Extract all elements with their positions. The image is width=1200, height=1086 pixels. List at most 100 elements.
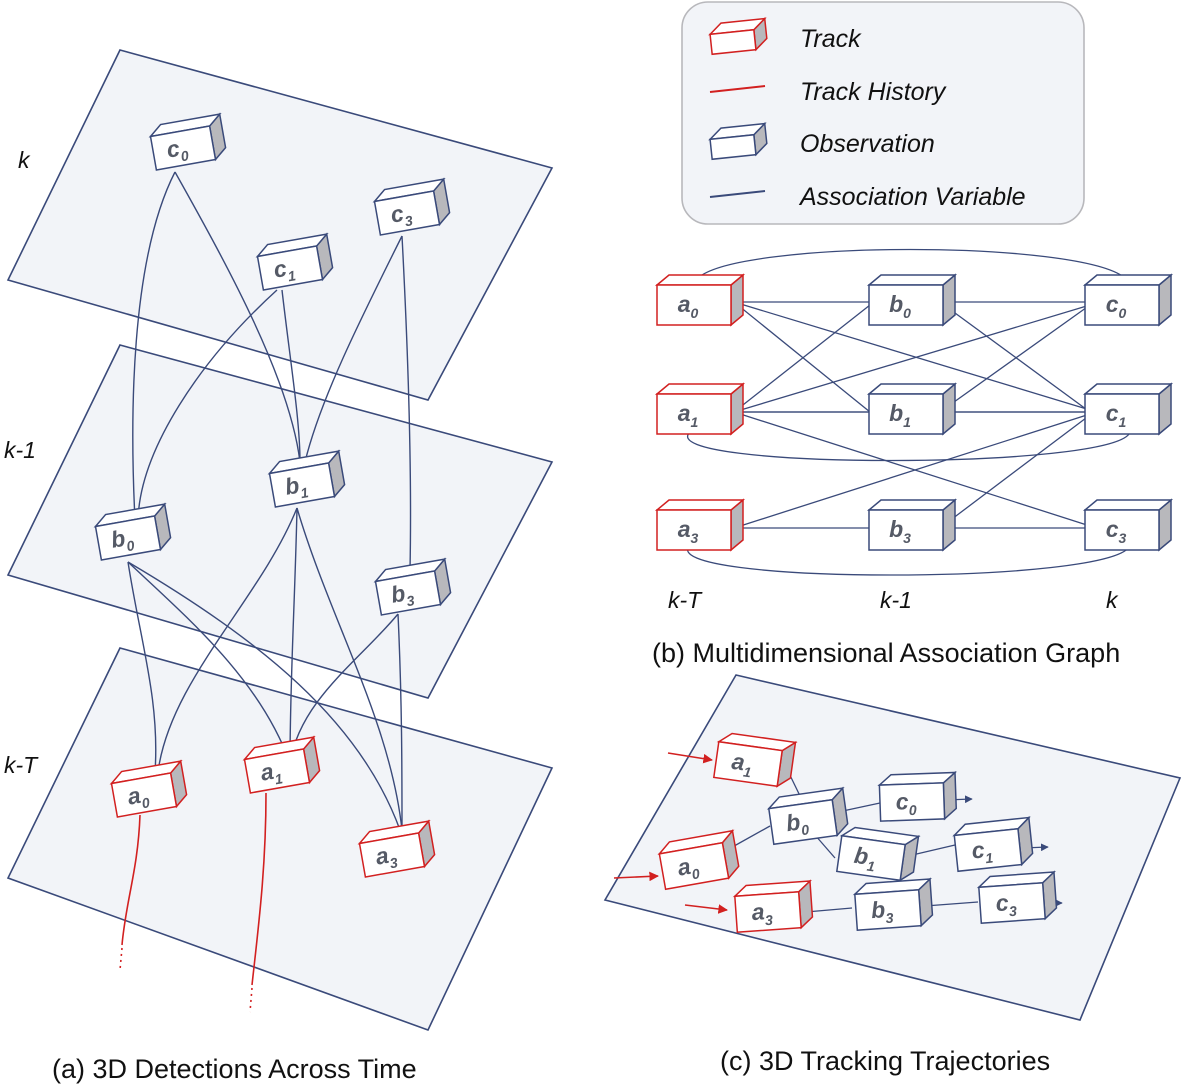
panel-a-links-upper	[132, 171, 412, 571]
history-arrow-a0	[613, 871, 659, 882]
legend-track-history-label: Track History	[800, 78, 947, 106]
edge-a1-c0	[733, 304, 1091, 413]
node-a-a0-front	[110, 772, 178, 818]
link-b3-a3	[397, 613, 403, 831]
node-b-c1: c1	[1082, 382, 1174, 436]
node-b-a3-top	[654, 499, 746, 511]
link-c0-b0	[132, 171, 176, 521]
edge-b0-c1	[939, 301, 1091, 413]
node-c-a1-front	[712, 740, 784, 788]
node-a-a1-label: a1	[259, 756, 285, 789]
node-b-b0-front	[868, 284, 944, 326]
link-b1-a3	[296, 507, 403, 831]
panel-c-history	[613, 752, 728, 914]
legend-observation-label: Observation	[800, 130, 935, 158]
node-b-b3-label: b3	[889, 516, 911, 546]
legend-box	[681, 1, 1085, 225]
node-c-a1-label: a1	[730, 748, 755, 781]
traj-b3-c3	[924, 901, 979, 907]
node-a-c1-label: c1	[272, 253, 298, 286]
node-a-b3-front	[374, 570, 442, 616]
node-a-a0-label: a0	[126, 780, 152, 813]
node-a-a1-front	[243, 748, 311, 794]
edge-a1-c3	[733, 411, 1091, 527]
node-b-a1-front	[656, 393, 732, 435]
node-c-c0-label: c0	[895, 788, 917, 819]
layer-label-k-T: k-T	[4, 752, 39, 778]
layer-label-k-1: k-1	[4, 437, 36, 463]
node-c-c1-front	[953, 827, 1023, 873]
caption-b: (b) Multidimensional Association Graph	[652, 638, 1120, 668]
col-label-k-1: k-1	[880, 587, 912, 613]
node-b-b1-label: b1	[889, 400, 911, 430]
node-b-c0-front	[1084, 284, 1160, 326]
node-b-c0-top	[1082, 274, 1174, 286]
link-c3-b1	[304, 235, 403, 463]
node-a-c3-front	[373, 190, 441, 236]
node-a-a3-label: a3	[374, 840, 400, 873]
node-a-b0-front	[94, 515, 162, 561]
node-a-a3-front	[358, 832, 426, 878]
node-c-a3-label: a3	[751, 898, 774, 929]
edge-a1-b0	[733, 304, 871, 413]
node-a-c0-front	[149, 125, 217, 171]
legend-observation-swatch	[708, 121, 768, 161]
node-b-a3: a3	[654, 498, 746, 552]
link-b0-a1	[127, 561, 291, 764]
track-history-lines	[119, 792, 267, 1013]
node-a-c1-front	[256, 245, 324, 291]
caption-a: (a) 3D Detections Across Time	[52, 1054, 417, 1084]
edge-b3-c1	[939, 414, 1091, 529]
node-b-b3: b3	[866, 498, 958, 552]
traj-b0-b1	[814, 834, 836, 859]
link-c1-b1	[281, 289, 301, 463]
edge-a3-c1	[733, 413, 1091, 529]
panel-a-links-lower	[127, 507, 403, 831]
history-a0	[121, 814, 141, 946]
edge-b1-c0	[939, 304, 1091, 413]
node-a-b3-label: b3	[389, 578, 416, 611]
col-label-k-T: k-T	[668, 587, 703, 613]
node-c-a3: a3	[732, 879, 814, 933]
legend-observation-swatch-front	[709, 133, 757, 161]
edge-a0-b1	[733, 301, 871, 413]
node-b-c3-front	[1084, 509, 1160, 551]
plane-k1	[6, 344, 554, 699]
node-c-a0: a0	[657, 829, 740, 891]
node-c-c0-front	[878, 782, 946, 822]
history-a1	[251, 792, 267, 986]
node-c-c1-label: c1	[970, 836, 994, 868]
node-c-b0-label: b0	[784, 807, 810, 840]
node-c-c3-label: c3	[995, 889, 1018, 920]
col-label-k: k	[1106, 587, 1119, 613]
node-c-b1: b1	[835, 826, 921, 882]
node-b-c1-top	[1082, 383, 1174, 395]
legend: Track Track History Observation Associat…	[681, 1, 1085, 225]
node-c-b1-front	[835, 834, 907, 882]
node-c-b0: b0	[766, 786, 849, 846]
node-c-c3: c3	[976, 870, 1058, 924]
arc-a3-c3	[686, 544, 1131, 576]
node-a-b0-label: b0	[109, 523, 136, 556]
node-a-b1: b1	[267, 449, 346, 508]
history-arrow-a1	[667, 752, 713, 764]
history-a0-dots	[119, 947, 123, 971]
node-b-b1-front	[868, 393, 944, 435]
node-c-a0-label: a0	[676, 851, 702, 884]
caption-c: (c) 3D Tracking Trajectories	[720, 1046, 1050, 1076]
plane-kT	[6, 647, 554, 1031]
node-a-a0: a0	[109, 759, 188, 818]
node-a-a3: a3	[357, 819, 436, 878]
node-a-c0: c0	[148, 112, 227, 171]
link-b0-a3	[127, 561, 401, 831]
node-b-a1-top	[654, 383, 746, 395]
node-a-a1: a1	[242, 735, 321, 794]
legend-swatches	[708, 16, 768, 161]
node-c-b1-label: b1	[852, 842, 878, 875]
node-c-a3-front	[734, 891, 802, 933]
node-c-b3-label: b3	[870, 896, 894, 927]
legend-track-label: Track	[800, 25, 862, 53]
node-b-a0: a0	[654, 273, 746, 327]
